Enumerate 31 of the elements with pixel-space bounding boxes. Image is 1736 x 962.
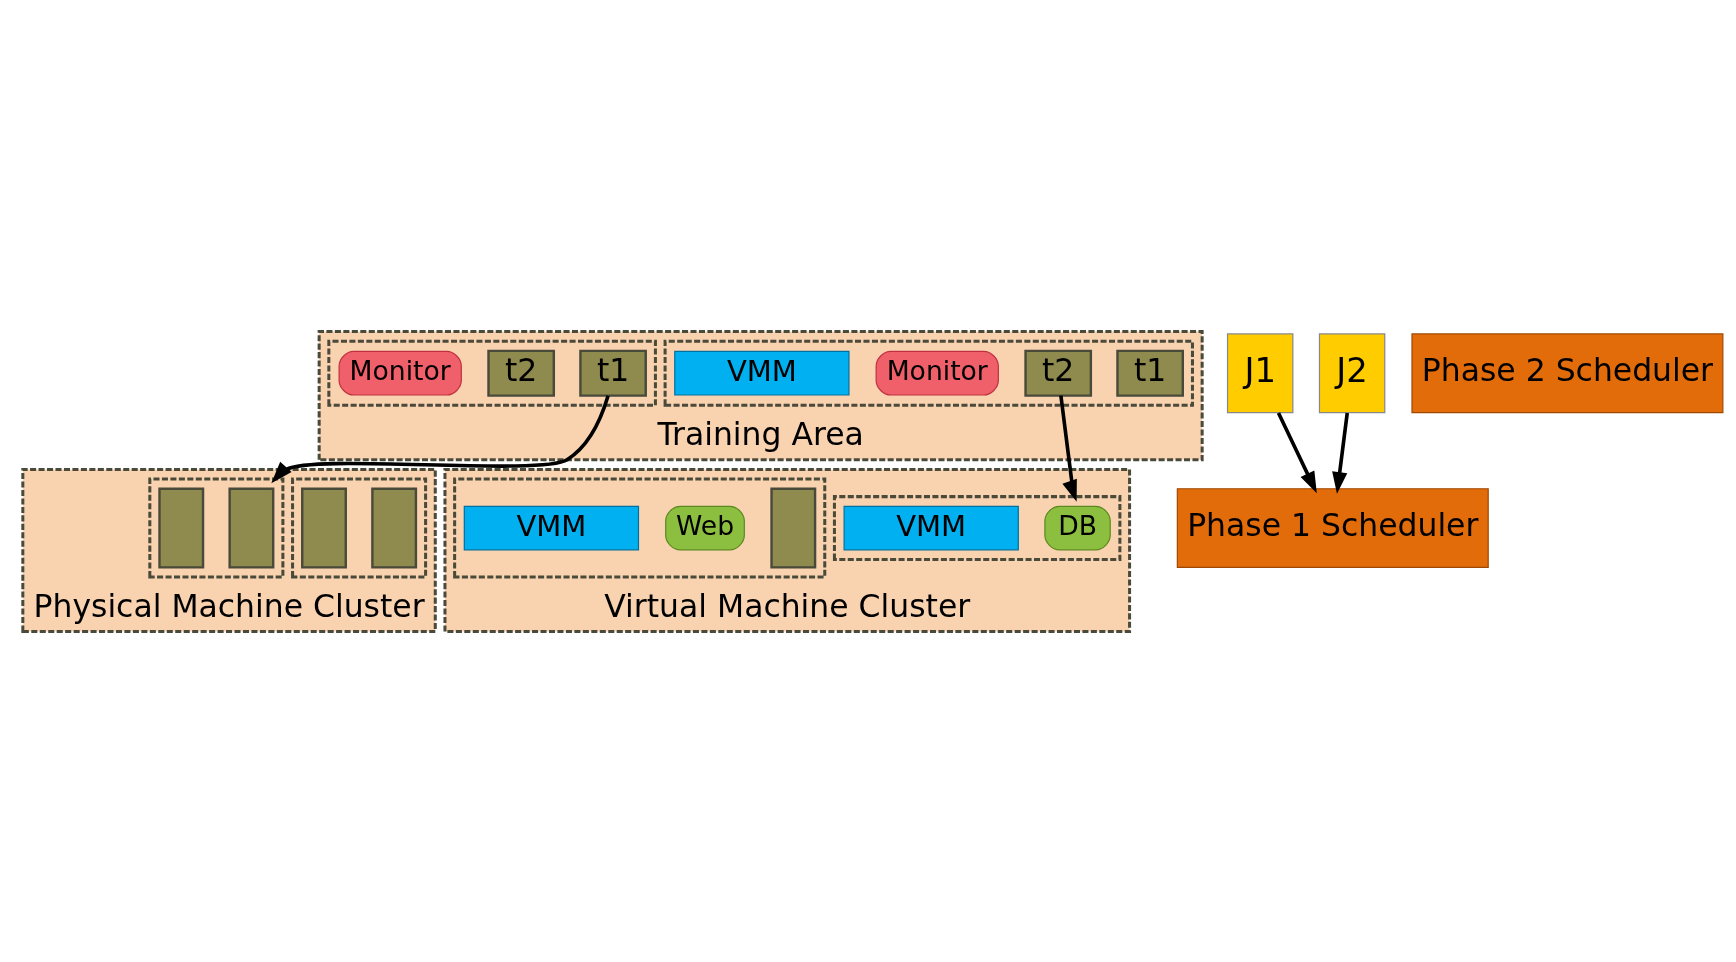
node-box: t2	[487, 349, 556, 397]
cluster	[453, 477, 827, 579]
cluster	[148, 477, 285, 579]
cluster	[663, 339, 1194, 407]
node-bar	[301, 487, 347, 569]
node-box: J2	[1318, 332, 1386, 413]
arrow	[1276, 411, 1317, 493]
node-box: t2	[1024, 349, 1093, 397]
cluster	[291, 477, 428, 579]
arrow	[1059, 394, 1077, 502]
node-box: VMM	[843, 505, 1019, 550]
node-bar	[770, 487, 817, 569]
cluster: Physical Machine Cluster	[21, 467, 437, 633]
node-box: VMM	[463, 505, 640, 550]
cluster	[327, 339, 657, 407]
node-box: VMM	[674, 350, 850, 396]
node-bar	[371, 487, 418, 569]
arrow	[271, 394, 610, 483]
node-box: Web	[665, 505, 745, 550]
node-box: Monitor	[875, 350, 999, 396]
node-box: DB	[1044, 505, 1111, 550]
cluster	[832, 494, 1122, 561]
node-box: J1	[1226, 332, 1294, 413]
node-box: Phase 1 Scheduler	[1176, 487, 1489, 568]
node-box: t1	[1116, 349, 1184, 397]
arrow	[1332, 412, 1350, 494]
node-box: t1	[579, 349, 647, 397]
node-box: Phase 2 Scheduler	[1411, 332, 1724, 413]
node-bar	[158, 487, 205, 569]
node-box: Monitor	[338, 350, 462, 396]
node-bar	[228, 487, 275, 569]
